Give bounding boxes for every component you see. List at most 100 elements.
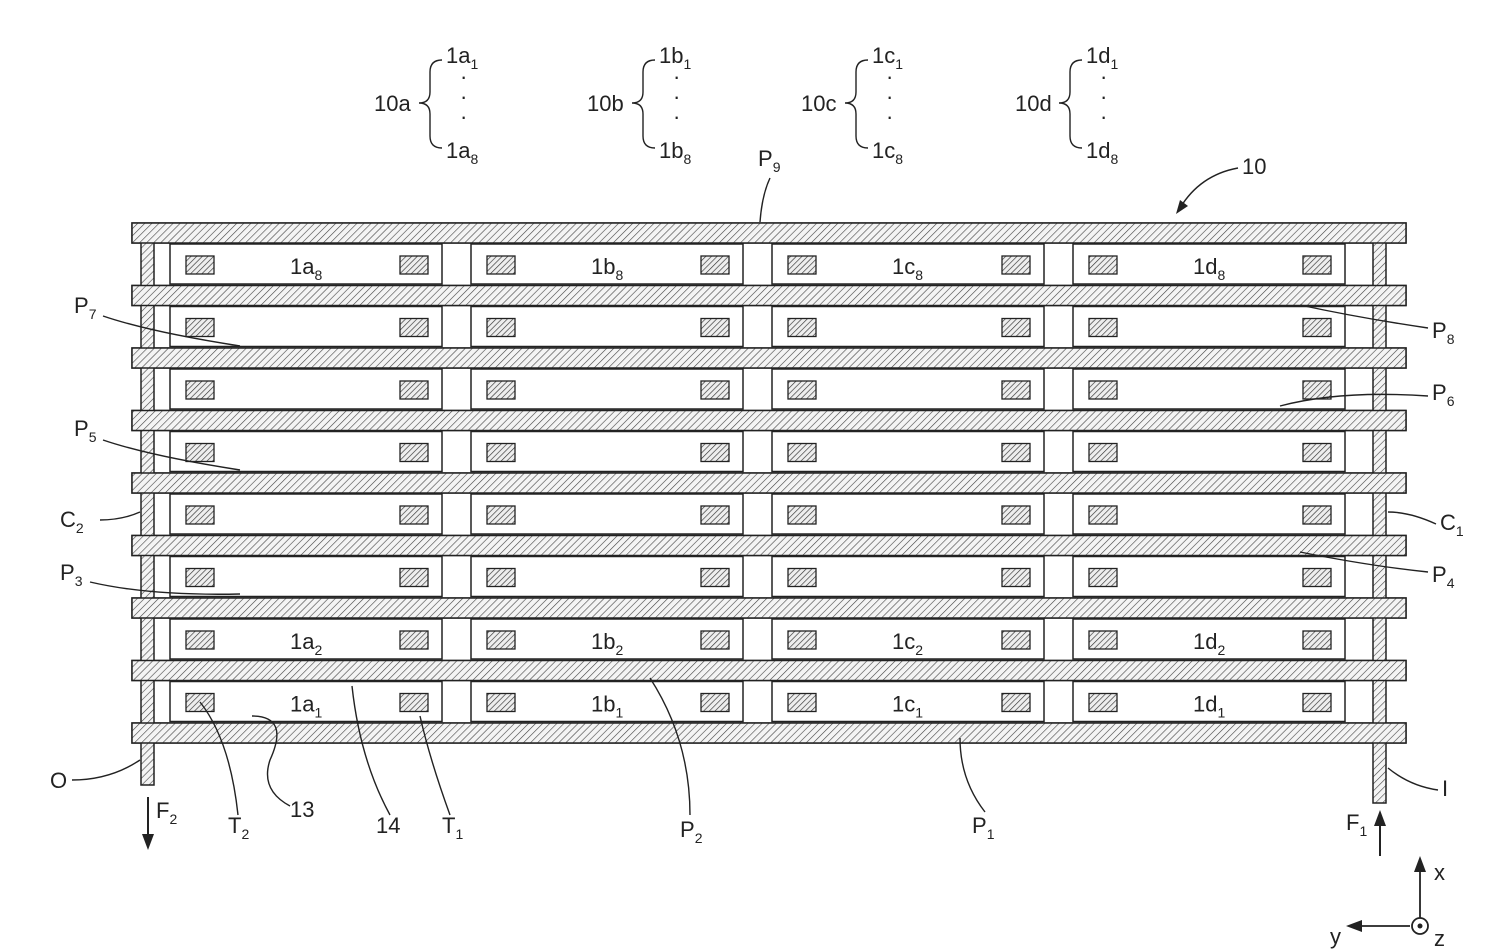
terminal-left xyxy=(487,569,515,587)
svg-text:C1: C1 xyxy=(1440,510,1464,539)
terminal-right xyxy=(400,256,428,274)
terminal-right xyxy=(701,444,729,462)
group-label-10d: 10d xyxy=(1015,91,1052,116)
plate-overlay xyxy=(132,661,1406,681)
x-axis-arrowhead xyxy=(1414,856,1426,872)
flow-label-F2: F xyxy=(156,798,169,823)
terminal-right xyxy=(400,569,428,587)
terminal-left xyxy=(487,319,515,337)
terminal-right xyxy=(400,506,428,524)
terminal-right xyxy=(701,569,729,587)
module-structure: 1a81b81c81d81a21b21c21d21a11b11c11d1 xyxy=(132,223,1406,803)
terminal-left xyxy=(487,506,515,524)
terminal-right xyxy=(1303,506,1331,524)
terminal-left xyxy=(186,256,214,274)
plate-overlay xyxy=(132,536,1406,556)
terminal-right xyxy=(701,381,729,399)
inlet-callout: I xyxy=(1388,768,1448,801)
plate-overlay xyxy=(132,598,1406,618)
plate-overlay xyxy=(132,473,1406,493)
assembly-reference: 10 xyxy=(1176,154,1266,214)
assembly-arrowhead xyxy=(1176,200,1188,214)
outlet-label: O xyxy=(50,768,67,793)
terminal-right xyxy=(1303,256,1331,274)
terminal-left xyxy=(1089,256,1117,274)
svg-text:1c8: 1c8 xyxy=(872,138,903,167)
flow-label-F1: F xyxy=(1346,810,1359,835)
terminal-right xyxy=(1002,256,1030,274)
svg-text:C2: C2 xyxy=(60,507,84,536)
axis-label-z: z xyxy=(1434,926,1445,951)
terminal-left xyxy=(1089,381,1117,399)
terminal-right xyxy=(1303,381,1331,399)
ref-label-14: 14 xyxy=(376,813,400,838)
svg-text:P6: P6 xyxy=(1432,380,1455,409)
plate-label-P2: P xyxy=(680,817,695,842)
axis-label-y: y xyxy=(1330,924,1341,949)
terminal-left xyxy=(788,444,816,462)
group-10c-bottom-label: 1c xyxy=(872,138,895,163)
terminal-left xyxy=(487,444,515,462)
svg-text:P4: P4 xyxy=(1432,562,1455,591)
terminal-right xyxy=(1303,319,1331,337)
collector-C2-callout: C2 xyxy=(60,507,140,536)
terminal-right xyxy=(1002,631,1030,649)
terminal-right xyxy=(1002,694,1030,712)
plate-label-P3: P xyxy=(60,560,75,585)
terminal-right xyxy=(1303,444,1331,462)
collector-label-C2: C xyxy=(60,507,76,532)
terminal-left xyxy=(487,694,515,712)
collector-left xyxy=(141,235,154,785)
plate-overlay xyxy=(132,223,1406,243)
svg-text:T2: T2 xyxy=(228,813,249,842)
plate-label-P9: P xyxy=(758,146,773,171)
group-10a-bottom-label: 1a xyxy=(446,138,471,163)
terminal-left xyxy=(1089,506,1117,524)
terminal-left xyxy=(788,694,816,712)
plate-P1-callout: P1 xyxy=(960,738,995,842)
svg-text:P9: P9 xyxy=(758,146,781,175)
collector-C1-callout: C1 xyxy=(1388,510,1464,539)
plate-label-P6: P xyxy=(1432,380,1447,405)
terminal-right xyxy=(1303,694,1331,712)
svg-text:·: · xyxy=(673,104,680,129)
terminal-left xyxy=(186,319,214,337)
terminal-left xyxy=(788,256,816,274)
svg-text:·: · xyxy=(1100,104,1107,129)
terminal-right xyxy=(400,381,428,399)
terminal-right xyxy=(701,506,729,524)
plate-overlay xyxy=(132,411,1406,431)
group-label-10b: 10b xyxy=(587,91,624,116)
svg-text:P1: P1 xyxy=(972,813,995,842)
plate-overlay xyxy=(132,286,1406,306)
terminal-left xyxy=(186,631,214,649)
terminal-left xyxy=(788,569,816,587)
terminal-label-T2: T xyxy=(228,813,241,838)
svg-text:1d8: 1d8 xyxy=(1086,138,1118,167)
plate-label-P4: P xyxy=(1432,562,1447,587)
svg-text:1a8: 1a8 xyxy=(446,138,478,167)
terminal-right xyxy=(400,444,428,462)
terminal-left xyxy=(1089,444,1117,462)
terminal-left xyxy=(1089,569,1117,587)
ref-label-13: 13 xyxy=(290,797,314,822)
group-label-10c: 10c xyxy=(801,91,836,116)
terminal-right xyxy=(701,256,729,274)
svg-text:P2: P2 xyxy=(680,817,703,846)
svg-text:F1: F1 xyxy=(1346,810,1367,839)
terminal-left xyxy=(487,256,515,274)
svg-text:1b8: 1b8 xyxy=(659,138,691,167)
terminal-right xyxy=(1002,569,1030,587)
svg-text:T1: T1 xyxy=(442,813,463,842)
plate-label-P7: P xyxy=(74,293,89,318)
inlet-label: I xyxy=(1442,776,1448,801)
terminal-left xyxy=(186,381,214,399)
assembly-label: 10 xyxy=(1242,154,1266,179)
terminal-left xyxy=(788,506,816,524)
terminal-left xyxy=(788,631,816,649)
inlet-flow-arrow: F1 xyxy=(1346,810,1386,856)
collector-label-C1: C xyxy=(1440,510,1456,535)
terminal-right xyxy=(400,694,428,712)
coordinate-axes: x y z xyxy=(1330,856,1445,951)
